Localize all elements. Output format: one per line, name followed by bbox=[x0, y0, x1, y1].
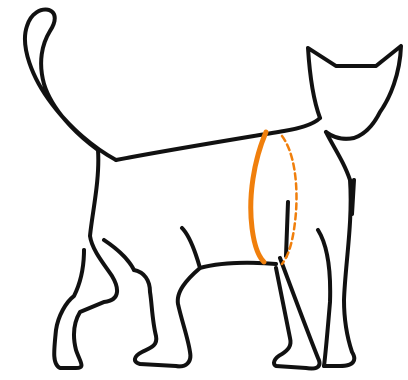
cat-front-leg-2 bbox=[274, 258, 320, 369]
girth-line-back-dashed bbox=[282, 136, 296, 264]
girth-line-front bbox=[251, 132, 266, 262]
cat-rear-leg-back bbox=[54, 150, 117, 368]
cat-head bbox=[308, 46, 401, 139]
cat-front-leg-inner bbox=[318, 230, 330, 366]
cat-back bbox=[116, 118, 320, 160]
girth-measurement bbox=[251, 132, 297, 264]
cat-inner-leg-line bbox=[352, 180, 354, 214]
cat-inner-leg-line-2 bbox=[286, 202, 288, 256]
cat-rear-thigh bbox=[182, 228, 200, 268]
cat-rear-leg-front bbox=[134, 268, 200, 366]
cat-underside bbox=[104, 240, 134, 270]
cat-outline-icon bbox=[25, 10, 401, 369]
cat-tail bbox=[25, 10, 116, 160]
